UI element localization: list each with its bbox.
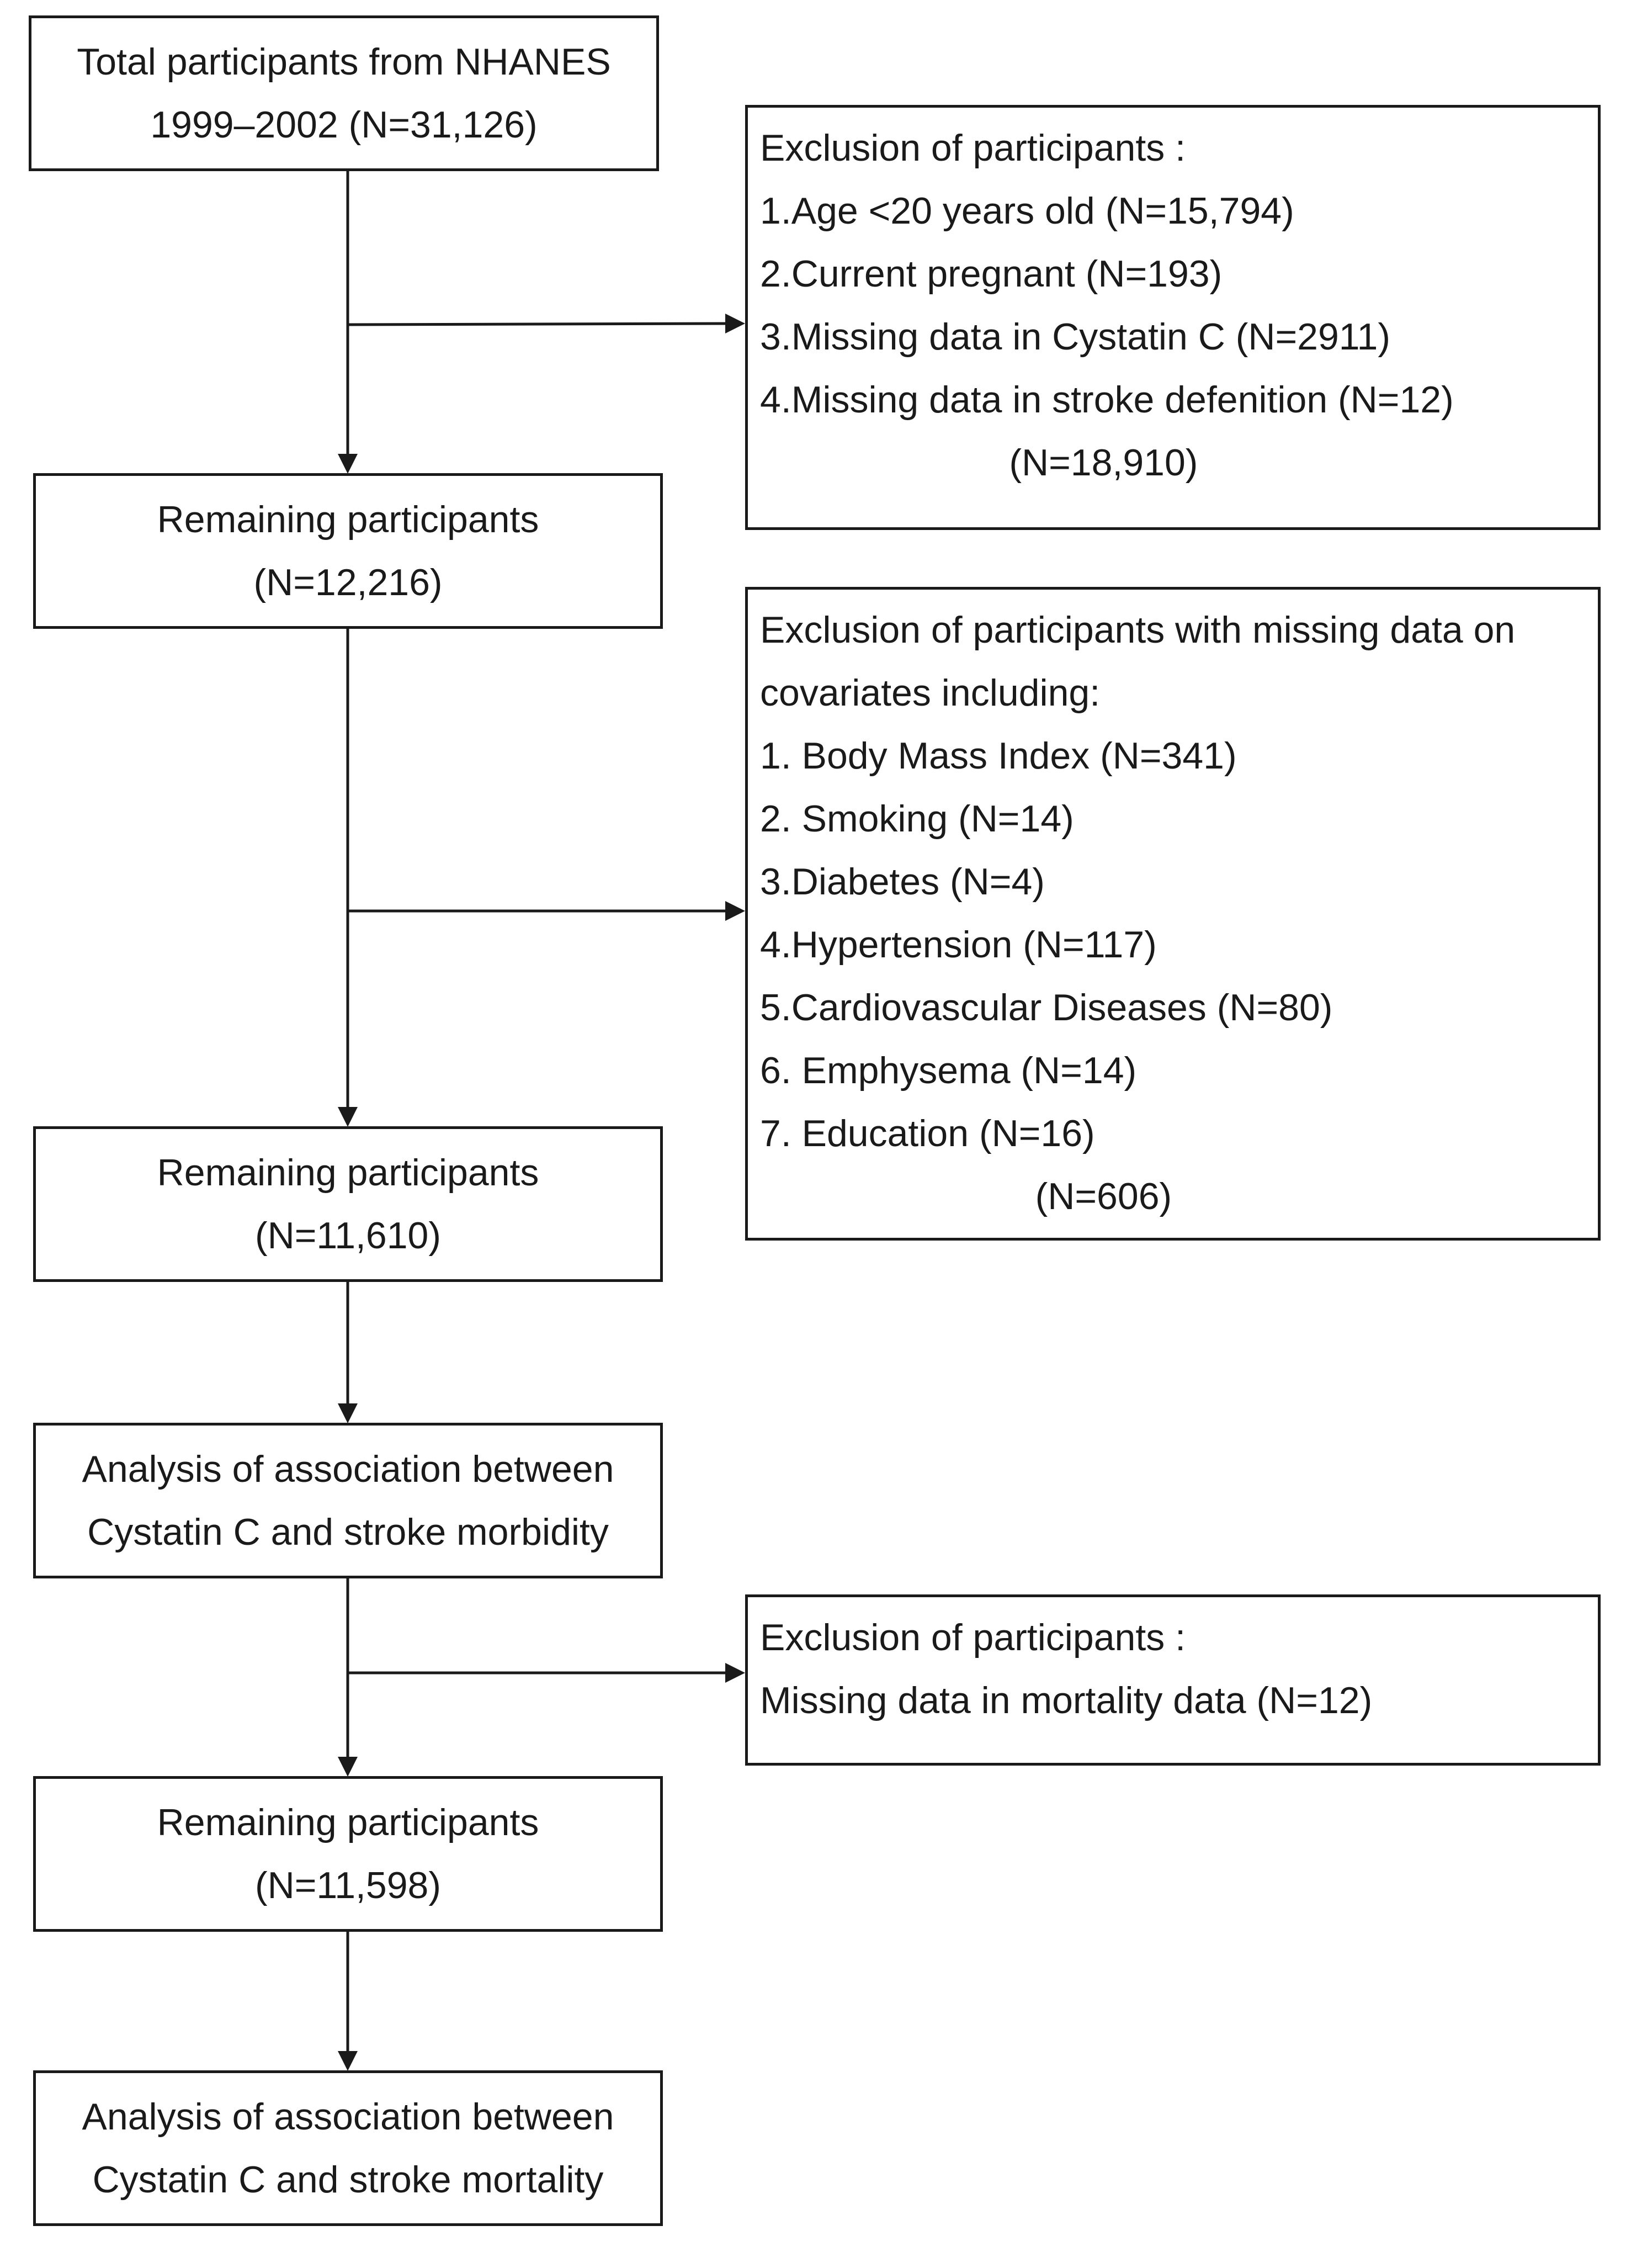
exclusion-2-heading-1: Exclusion of participants with missing d… xyxy=(760,609,1516,651)
remaining-participants-3-line-2: (N=11,598) xyxy=(254,1864,442,1906)
remaining-participants-box-1: Remaining participants (N=12,216) xyxy=(33,473,663,629)
exclusion-1-item-3: 3.Missing data in Cystatin C (N=2911) xyxy=(760,316,1391,358)
remaining-participants-2-line-1: Remaining participants xyxy=(157,1152,539,1194)
exclusion-2-item-3: 3.Diabetes (N=4) xyxy=(760,861,1045,903)
remaining-participants-2-line-2: (N=11,610) xyxy=(254,1215,442,1257)
exclusion-1-heading: Exclusion of participants : xyxy=(760,127,1186,169)
remaining-participants-1-line-2: (N=12,216) xyxy=(253,561,443,603)
exclusion-2-item-1: 1. Body Mass Index (N=341) xyxy=(760,735,1237,777)
analysis-mortality-line-1: Analysis of association between xyxy=(82,2096,614,2138)
exclusion-2-item-7: 7. Education (N=16) xyxy=(760,1112,1095,1154)
remaining-participants-3-line-1: Remaining participants xyxy=(157,1801,539,1843)
analysis-morbidity-line-1: Analysis of association between xyxy=(82,1448,614,1490)
exclusion-1-item-1: 1.Age <20 years old (N=15,794) xyxy=(760,190,1294,232)
arrowhead-down-2 xyxy=(338,1107,358,1127)
remaining-participants-box-3: Remaining participants (N=11,598) xyxy=(33,1776,663,1932)
arrowhead-down-1 xyxy=(338,454,358,474)
arrowhead-down-5 xyxy=(338,2051,358,2071)
arrowhead-right-3 xyxy=(725,1663,745,1683)
exclusion-1-total: (N=18,910) xyxy=(1009,442,1198,484)
arrowhead-down-4 xyxy=(338,1757,358,1777)
analysis-morbidity-box: Analysis of association between Cystatin… xyxy=(33,1423,663,1578)
analysis-mortality-line-2: Cystatin C and stroke mortality xyxy=(92,2159,604,2201)
arrowhead-right-1 xyxy=(725,314,745,333)
exclusion-2-total: (N=606) xyxy=(1035,1175,1172,1217)
remaining-participants-1-line-1: Remaining participants xyxy=(157,499,539,540)
total-participants-line-2: 1999–2002 (N=31,126) xyxy=(150,104,538,146)
exclusion-3-item-1: Missing data in mortality data (N=12) xyxy=(760,1679,1373,1721)
exclusion-2-item-2: 2. Smoking (N=14) xyxy=(760,798,1074,840)
exclusion-box-1: Exclusion of participants : 1.Age <20 ye… xyxy=(745,105,1601,530)
analysis-morbidity-line-2: Cystatin C and stroke morbidity xyxy=(87,1511,609,1553)
exclusion-1-item-2: 2.Current pregnant (N=193) xyxy=(760,253,1223,295)
analysis-mortality-box: Analysis of association between Cystatin… xyxy=(33,2070,663,2226)
arrowhead-down-3 xyxy=(338,1403,358,1423)
total-participants-box: Total participants from NHANES 1999–2002… xyxy=(29,15,659,171)
exclusion-2-heading-2: covariates including: xyxy=(760,672,1101,714)
exclusion-1-item-4: 4.Missing data in stroke defenition (N=1… xyxy=(760,379,1454,421)
exclusion-2-item-4: 4.Hypertension (N=117) xyxy=(760,924,1157,966)
exclusion-3-heading: Exclusion of participants : xyxy=(760,1617,1186,1658)
exclusion-2-item-6: 6. Emphysema (N=14) xyxy=(760,1050,1137,1091)
remaining-participants-box-2: Remaining participants (N=11,610) xyxy=(33,1126,663,1282)
exclusion-2-item-5: 5.Cardiovascular Diseases (N=80) xyxy=(760,987,1333,1029)
branch-to-exclusion-1 xyxy=(347,322,729,326)
exclusion-box-3: Exclusion of participants : Missing data… xyxy=(745,1594,1601,1766)
arrowhead-right-2 xyxy=(725,901,745,921)
exclusion-box-2: Exclusion of participants with missing d… xyxy=(745,587,1601,1241)
total-participants-line-1: Total participants from NHANES xyxy=(77,41,611,83)
